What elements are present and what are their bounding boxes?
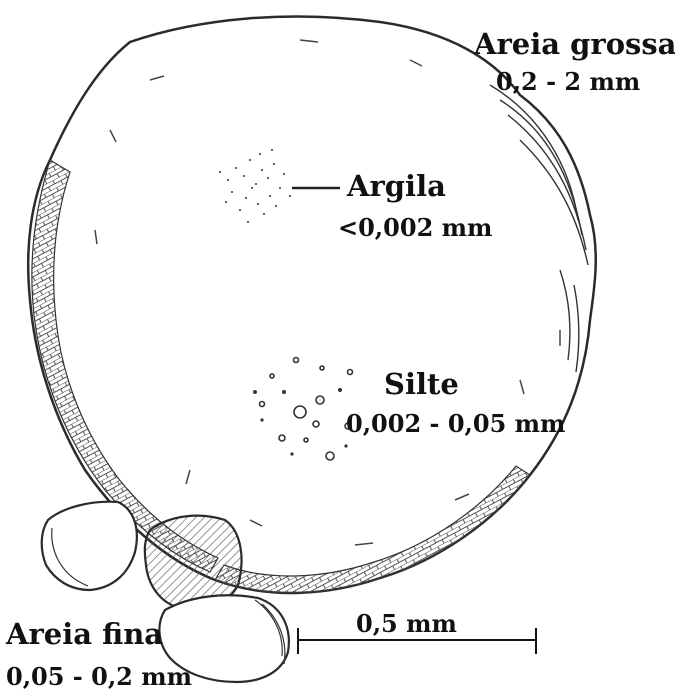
fine-sand-label: Areia fina [6,620,163,649]
clay-label: Argila [347,172,446,201]
fine-sand-grain-1 [42,502,137,590]
coarse-sand-size: 0,2 - 2 mm [496,70,640,94]
clay-size: <0,002 mm [338,216,492,240]
fine-sand-size: 0,05 - 0,2 mm [6,665,192,689]
coarse-sand-label: Areia grossa [474,30,675,59]
silt-size: 0,002 - 0,05 mm [346,412,565,436]
silt-label: Silte [384,370,459,399]
scale-bar-label: 0,5 mm [356,612,457,636]
